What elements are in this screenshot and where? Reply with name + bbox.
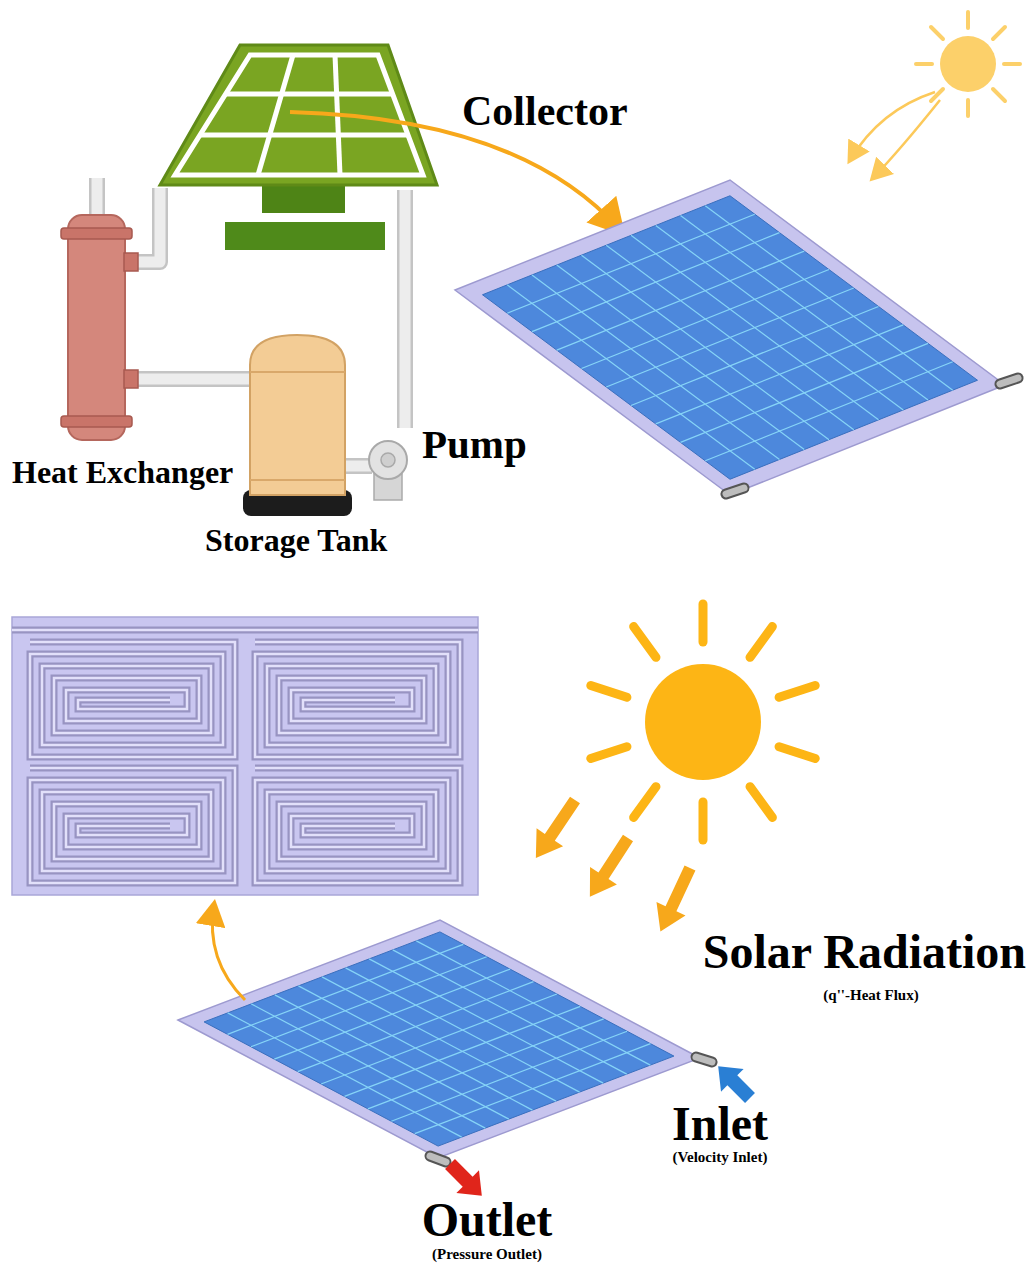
heat-exchanger-icon (61, 215, 138, 440)
label: Collector (462, 90, 628, 132)
spiral-channel (30, 642, 235, 757)
label: Outlet (422, 1196, 553, 1244)
collector-base (225, 222, 385, 250)
radiation-arrow (523, 791, 589, 867)
collector-grid (258, 55, 293, 175)
sun-ray (966, 100, 970, 116)
radiation-arrow (646, 861, 705, 938)
pipe-stub (726, 488, 744, 494)
sun-ray (779, 686, 815, 698)
collector-grid (200, 133, 408, 138)
panel-plate (455, 180, 1005, 495)
panel-plate (178, 920, 700, 1158)
sun-ray (931, 27, 943, 39)
spiral-channel (255, 642, 460, 757)
pipe-stub (1000, 378, 1018, 384)
sun-ray (699, 802, 708, 840)
channel-plan (12, 617, 478, 895)
sun-ray (1004, 62, 1020, 66)
sun-ray (634, 787, 656, 818)
collector-panel (178, 920, 700, 1158)
label: (q''-Heat Flux) (823, 988, 918, 1003)
pipe-stub (430, 1156, 446, 1162)
exchanger-flange (61, 228, 132, 239)
spiral-channel (255, 768, 460, 883)
exchanger-flange (61, 416, 132, 427)
sun-ray (779, 747, 815, 759)
collector-panel (455, 180, 1005, 495)
pointer-arrow (212, 905, 245, 1000)
label: Pump (422, 424, 527, 465)
plan-plate (12, 617, 478, 895)
sun-ray (966, 12, 970, 28)
pump-icon (369, 441, 407, 500)
label: Inlet (672, 1100, 768, 1148)
pipe-stub (726, 488, 744, 494)
pipe (130, 188, 160, 262)
spiral-channel (255, 642, 460, 757)
pipe (89, 178, 105, 218)
spiral-channel (255, 768, 460, 883)
sun-ray (750, 627, 772, 658)
label: Storage Tank (205, 524, 387, 556)
collector-grid (175, 55, 423, 175)
panel-pipes (430, 1057, 712, 1162)
collector-icon (160, 45, 437, 250)
sun-icon (916, 12, 1020, 116)
label: (Velocity Inlet) (673, 1150, 768, 1165)
sun-disc (645, 664, 761, 780)
radiation-arrow (576, 829, 641, 905)
label: Solar Radiation (703, 928, 1026, 976)
spiral-channel (30, 768, 235, 883)
channel (12, 629, 478, 632)
spiral-channel (30, 768, 235, 883)
pipe-stub (696, 1057, 712, 1062)
tank-stripe (250, 371, 345, 373)
pipe-stub (1000, 378, 1018, 384)
label: (Pressure Outlet) (432, 1247, 542, 1262)
storage-tank-icon (243, 335, 352, 516)
channel (12, 627, 478, 634)
pipe (400, 190, 411, 428)
label: Heat Exchanger (12, 456, 233, 488)
tank-stripe (250, 479, 345, 481)
pipe (397, 190, 413, 428)
tank-body (250, 335, 345, 495)
pipe (130, 371, 256, 387)
sun-icon (591, 604, 815, 840)
collector-stand (262, 183, 345, 213)
spiral-channel (30, 642, 235, 757)
panel-pipes (726, 378, 1018, 494)
pump-housing (369, 441, 407, 479)
sun-ray (993, 89, 1005, 101)
collector-grid (226, 92, 393, 97)
collector-frame (160, 45, 437, 185)
sun-ray (993, 27, 1005, 39)
pipe (130, 374, 256, 385)
radiation-arrows (523, 791, 705, 938)
sun-ray (634, 627, 656, 658)
sun-disc (940, 36, 996, 92)
pump-hub (381, 453, 395, 467)
exchanger-body (68, 215, 125, 440)
exchanger-nozzle (124, 253, 138, 271)
pipe-stub (696, 1057, 712, 1062)
ray-arrow (873, 100, 940, 178)
sun-ray (591, 747, 627, 759)
pipe (92, 178, 103, 218)
sun-ray (699, 604, 708, 642)
exchanger-nozzle (124, 370, 138, 388)
sun-ray (591, 686, 627, 698)
pipe (130, 188, 160, 262)
sun-ray (931, 89, 943, 101)
ray-arrow (850, 92, 935, 160)
pipe-stub (430, 1156, 446, 1162)
sun-ray (750, 787, 772, 818)
sun-ray (916, 62, 932, 66)
